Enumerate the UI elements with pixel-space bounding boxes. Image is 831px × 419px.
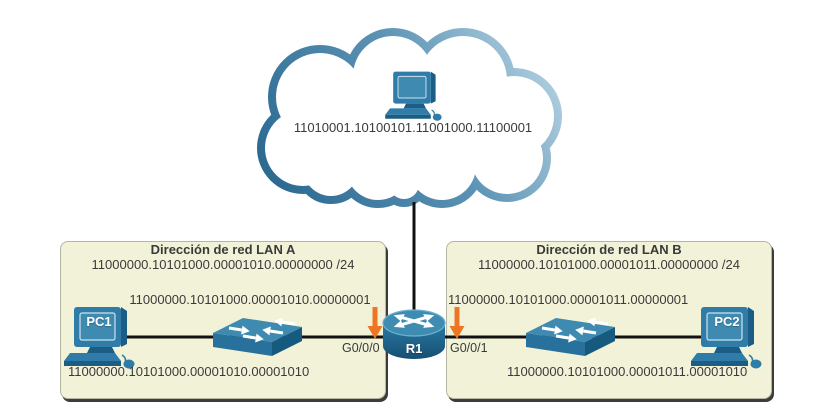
lan-a-interface-address: 11000000.10101000.00001010.00000001 — [129, 292, 371, 307]
lan-b-title: Dirección de red LAN B — [536, 242, 682, 257]
lan-a-title: Dirección de red LAN A — [150, 242, 296, 257]
router-icon — [382, 309, 446, 359]
g001-arrow-icon — [449, 307, 465, 339]
pc2-address: 11000000.10101000.00001011.00001010 — [507, 364, 748, 379]
pc2-label: PC2 — [714, 314, 740, 329]
g000-interface-label: G0/0/0 — [342, 341, 380, 355]
lan-b-interface-address: 11000000.10101000.00001011.00000001 — [448, 292, 689, 307]
lan-b-switch-icon — [526, 316, 615, 356]
pc1-address: 11000000.10101000.00001010.00001010 — [68, 364, 310, 379]
lan-a-network-address: 11000000.10101000.00001010.00000000 /24 — [91, 257, 355, 272]
router-label: R1 — [405, 341, 423, 356]
lan-a-switch-icon — [213, 316, 302, 356]
pc1-label: PC1 — [86, 314, 112, 329]
lan-b-network-address: 11000000.10101000.00001011.00000000 /24 — [478, 257, 740, 272]
g000-arrow-icon — [367, 307, 383, 339]
g001-interface-label: G0/0/1 — [450, 341, 488, 355]
internet-address: 11010001.10100101.11001000.11100001 — [293, 120, 533, 135]
